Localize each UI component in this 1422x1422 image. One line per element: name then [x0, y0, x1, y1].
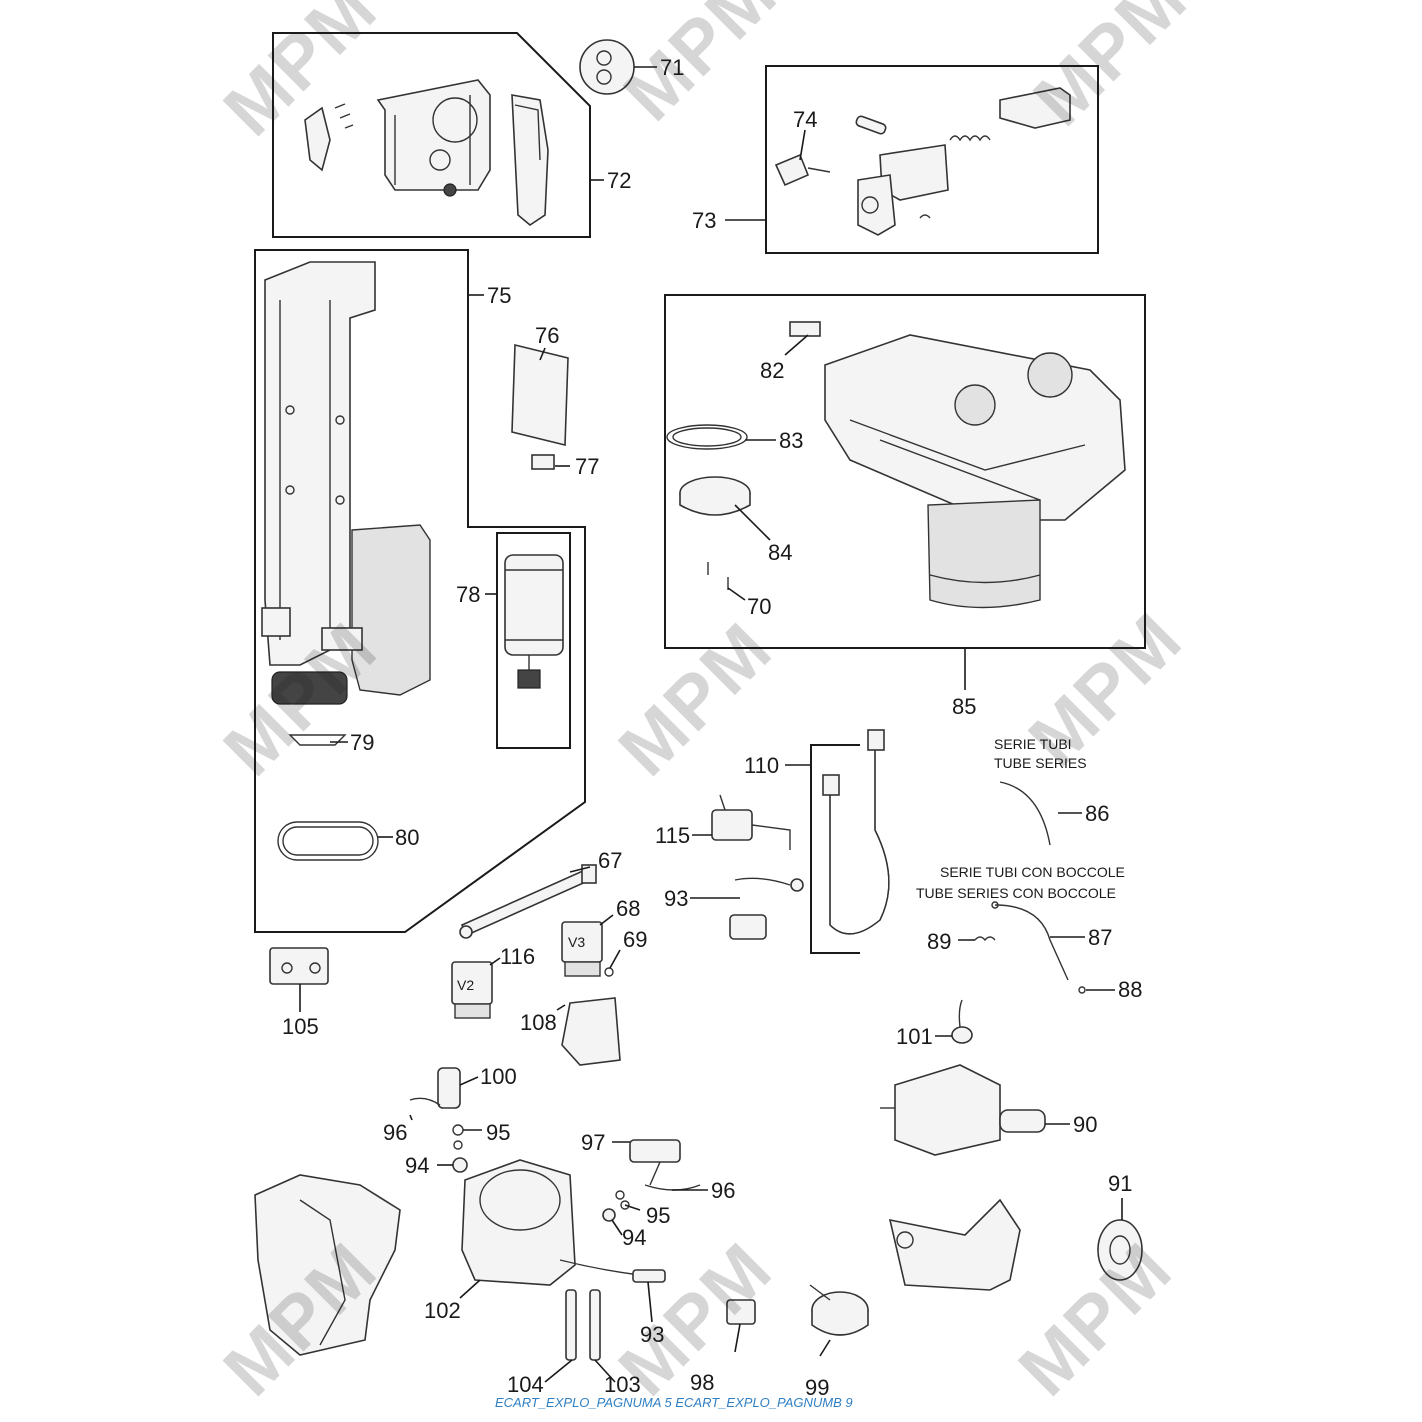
- part-78-dc-motor: [504, 554, 564, 689]
- label-95-right: 95: [646, 1203, 670, 1228]
- label-72: 72: [607, 168, 631, 193]
- label-89: 89: [927, 929, 951, 954]
- part-73-lever-assembly: [774, 87, 1071, 236]
- footer-reference: ECART_EXPLO_PAGNUMA 5 ECART_EXPLO_PAGNUM…: [495, 1395, 853, 1410]
- label-94-left: 94: [405, 1153, 429, 1178]
- part-72-brew-unit-front: [304, 79, 549, 226]
- label-108: 108: [520, 1010, 557, 1035]
- label-74: 74: [793, 107, 817, 132]
- label-90: 90: [1073, 1112, 1097, 1137]
- part-88-bushing: [1078, 986, 1086, 994]
- label-100: 100: [480, 1064, 517, 1089]
- part-100-valve-body: [409, 1067, 468, 1173]
- part-108-support-bracket: [561, 997, 621, 1066]
- label-102: 102: [424, 1298, 461, 1323]
- frame-group-75: [254, 249, 586, 933]
- watermark-mpm: MPM: [208, 0, 393, 151]
- part-71-seal-disc: [579, 39, 635, 95]
- label-86: 86: [1085, 801, 1109, 826]
- label-93-top: 93: [664, 886, 688, 911]
- label-85: 85: [952, 694, 976, 719]
- label-87: 87: [1088, 925, 1112, 950]
- label-69: 69: [623, 927, 647, 952]
- label-101: 101: [896, 1024, 933, 1049]
- label-70: 70: [747, 594, 771, 619]
- label-95-left: 95: [486, 1120, 510, 1145]
- label-97: 97: [581, 1130, 605, 1155]
- label-110: 110: [744, 753, 779, 778]
- label-79: 79: [350, 730, 374, 755]
- part-75-gear-motor-assembly: [261, 261, 431, 861]
- part-99-flowmeter: [809, 1284, 869, 1336]
- valve-mark-v3: V3: [568, 934, 585, 950]
- part-115-microswitch: [711, 794, 791, 850]
- caption-tube-series-en: TUBE SERIES: [994, 755, 1087, 771]
- part-110-thermoblock-pipe: [822, 729, 890, 935]
- label-105: 105: [282, 1014, 319, 1039]
- label-93-bottom: 93: [640, 1322, 664, 1347]
- part-68-solenoid-valve-v3: V3: [561, 921, 603, 977]
- part-101-ntc-sensor: [951, 999, 973, 1044]
- label-68: 68: [616, 896, 640, 921]
- part-90-vibration-pump: [880, 1064, 1046, 1156]
- label-116: 116: [500, 944, 535, 969]
- part-86-tube: [999, 781, 1051, 846]
- label-91: 91: [1108, 1171, 1132, 1196]
- label-71: 71: [660, 55, 684, 80]
- valve-mark-v2: V2: [457, 977, 474, 993]
- label-83: 83: [779, 428, 803, 453]
- label-73: 73: [692, 208, 716, 233]
- part-pump-support: [888, 1198, 1021, 1291]
- watermark-mpm: MPM: [608, 0, 793, 136]
- label-103: 103: [604, 1372, 641, 1397]
- part-85-brew-housing: [666, 321, 1126, 609]
- bracket-group-110: [810, 744, 860, 954]
- label-115: 115: [655, 823, 690, 848]
- label-84: 84: [768, 540, 792, 565]
- part-105-block: [269, 947, 329, 985]
- label-76: 76: [535, 323, 559, 348]
- caption-tube-series-bushings-en: TUBE SERIES CON BOCCOLE: [916, 885, 1116, 901]
- part-76-pcb-board: [511, 343, 569, 470]
- watermark-mpm: MPM: [1013, 596, 1198, 781]
- part-87-tube-with-bushings: [991, 901, 1069, 981]
- part-housing-frame-left: [254, 1174, 401, 1356]
- label-78: 78: [456, 582, 480, 607]
- label-96-left: 96: [383, 1120, 407, 1145]
- label-67: 67: [598, 848, 622, 873]
- leader-lines: [299, 66, 1123, 1383]
- part-89-clip: [974, 936, 996, 942]
- frame-group-85: [664, 294, 1146, 649]
- label-104: 104: [507, 1372, 544, 1397]
- label-98: 98: [690, 1370, 714, 1395]
- part-93-sensor-bottom: [632, 1269, 666, 1283]
- label-75: 75: [487, 283, 511, 308]
- label-88: 88: [1118, 977, 1142, 1002]
- label-82: 82: [760, 358, 784, 383]
- caption-tube-series-bushings-it: SERIE TUBI CON BOCCOLE: [940, 864, 1125, 880]
- label-80: 80: [395, 825, 419, 850]
- label-99: 99: [805, 1375, 829, 1400]
- part-93-sensor-top: [729, 877, 804, 940]
- watermark-mpm: MPM: [1003, 1226, 1188, 1411]
- frame-group-73: [765, 65, 1099, 254]
- part-97-valve-fitting: [602, 1139, 701, 1222]
- frame-group-78: [496, 532, 571, 749]
- part-103-104-rods: [565, 1289, 601, 1361]
- part-102-boiler: [461, 1159, 641, 1286]
- label-77: 77: [575, 454, 599, 479]
- label-96-right: 96: [711, 1178, 735, 1203]
- part-69-oring: [604, 967, 614, 977]
- label-94-right: 94: [622, 1225, 646, 1250]
- part-67-shaft: [459, 864, 597, 939]
- part-98-clip: [726, 1299, 756, 1325]
- part-number-labels: 71 72 73 74 75 76 77 78 79 80 82 83 84 7…: [282, 55, 1142, 1400]
- part-91-knob: [1097, 1219, 1143, 1281]
- frame-group-72: [272, 32, 591, 238]
- part-116-solenoid-valve-v2: V2: [451, 961, 493, 1019]
- caption-tube-series-it: SERIE TUBI: [994, 736, 1072, 752]
